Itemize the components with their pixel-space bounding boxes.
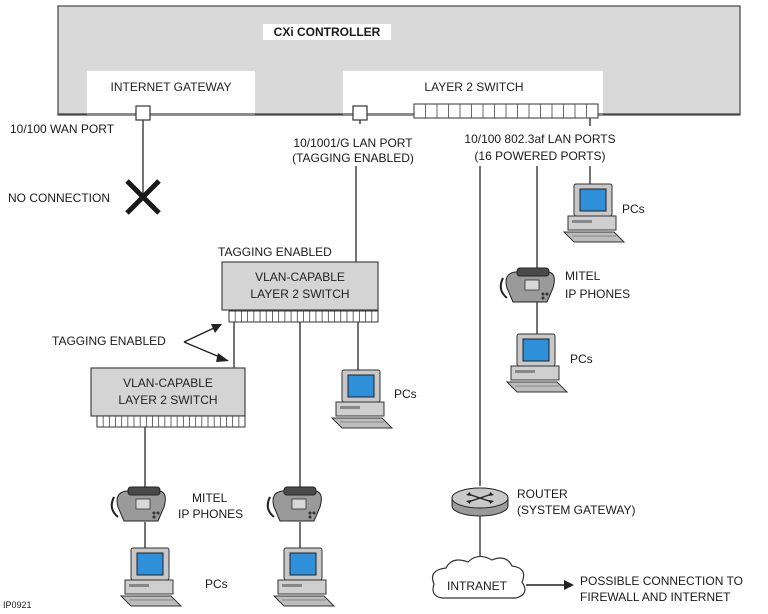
mitel-label-left-line1: MITEL [192,491,228,505]
mitel-label-right-line1: MITEL [565,269,601,283]
wan-port [135,105,151,121]
router-label-line1: ROUTER [517,487,568,501]
router-label-line2: (SYSTEM GATEWAY) [517,503,635,517]
lan-port [352,105,368,121]
pc-icon-middle-right [506,333,568,393]
intranet-label: INTRANET [447,579,508,593]
poe-port-strip [413,103,599,119]
pc-icon-top-right [563,183,625,243]
vlan-switch-2-ports [96,415,246,428]
layer2-switch-label: LAYER 2 SWITCH [424,80,523,94]
mitel-label-left-line2: IP PHONES [178,507,243,521]
vlan-switch-1-label-line1: VLAN-CAPABLE [255,270,345,284]
no-connection-label: NO CONNECTION [8,191,110,205]
vlan-switch-1-ports [228,310,379,323]
figure-id: IP0921 [3,600,32,610]
internet-gateway-label: INTERNET GATEWAY [111,80,232,94]
vlan-switch-2-label-line1: VLAN-CAPABLE [123,376,213,390]
tagging-enabled-top-label: TAGGING ENABLED [218,245,332,259]
controller-title-bg [263,24,391,40]
pcs-label-top-right: PCs [622,202,645,216]
pc-icon-bottom-left [120,547,182,607]
possible-connection-line1: POSSIBLE CONNECTION TO [580,574,743,588]
poe-ports-label: 10/100 802.3af LAN PORTS [464,132,615,146]
vlan-switch-1 [221,261,379,311]
vlan-switch-1-label-line2: LAYER 2 SWITCH [250,287,349,301]
internet-gateway-box [87,71,255,115]
poe-ports-count-label: (16 POWERED PORTS) [474,149,605,163]
vlan-switch-2-label-line2: LAYER 2 SWITCH [118,393,217,407]
mitel-label-right-line2: IP PHONES [565,287,630,301]
tagging-enabled-left-label: TAGGING ENABLED [52,334,166,348]
intranet-cloud-icon [431,555,526,599]
vlan-switch-2 [90,367,246,417]
lan-port-label: 10/1001/G LAN PORT [293,136,413,150]
pcs-label-middle-right: PCs [570,352,593,366]
router-icon [451,487,509,517]
mitel-phone-icon-middle [266,486,323,522]
mitel-phone-icon-right [499,267,556,303]
pcs-label-switch1: PCs [394,387,417,401]
no-connection-x-icon [125,179,161,215]
pc-icon-switch1 [331,369,393,429]
tagging-arrows [183,324,229,362]
pc-icon-bottom-middle [273,547,335,607]
lan-port-label-tagging: (TAGGING ENABLED) [292,151,414,165]
possible-connection-line2: FIREWALL AND INTERNET [580,590,731,604]
controller-title: CXi CONTROLLER [274,25,381,39]
mitel-phone-icon-left [110,486,167,522]
wan-port-label: 10/100 WAN PORT [10,122,115,136]
pcs-label-bottom-left: PCs [205,577,228,591]
